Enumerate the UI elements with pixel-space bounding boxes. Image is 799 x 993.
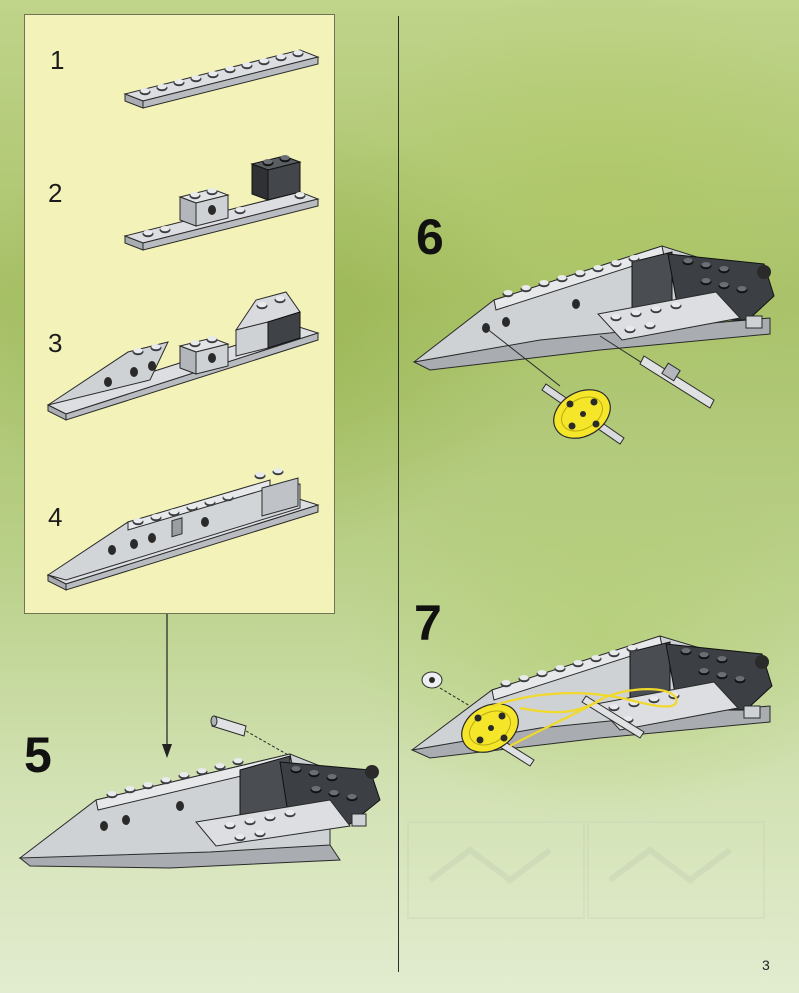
step-number-2: 2: [48, 178, 62, 209]
faint-background-graphic: [408, 822, 764, 918]
step3-assembly-icon: [48, 292, 318, 420]
step-number-4: 4: [48, 502, 62, 533]
step6-assembly-icon: [414, 246, 774, 448]
step7-assembly-icon: [412, 636, 772, 766]
bush-piece-icon: [422, 672, 470, 706]
step-number-1: 1: [50, 45, 64, 76]
step2-assembly-icon: [125, 155, 318, 250]
step-number-5: 5: [24, 726, 52, 784]
arrow-down-icon: [162, 614, 172, 758]
step-number-6: 6: [416, 208, 444, 266]
step-number-3: 3: [48, 328, 62, 359]
step-number-7: 7: [414, 594, 442, 652]
step5-assembly-icon: [20, 716, 380, 868]
step4-assembly-icon: [48, 468, 318, 590]
pulley-wheel-icon: [542, 380, 624, 448]
step1-plate-icon: [125, 50, 318, 108]
page-number: 3: [762, 957, 770, 973]
technic-axle-icon: [640, 356, 714, 408]
